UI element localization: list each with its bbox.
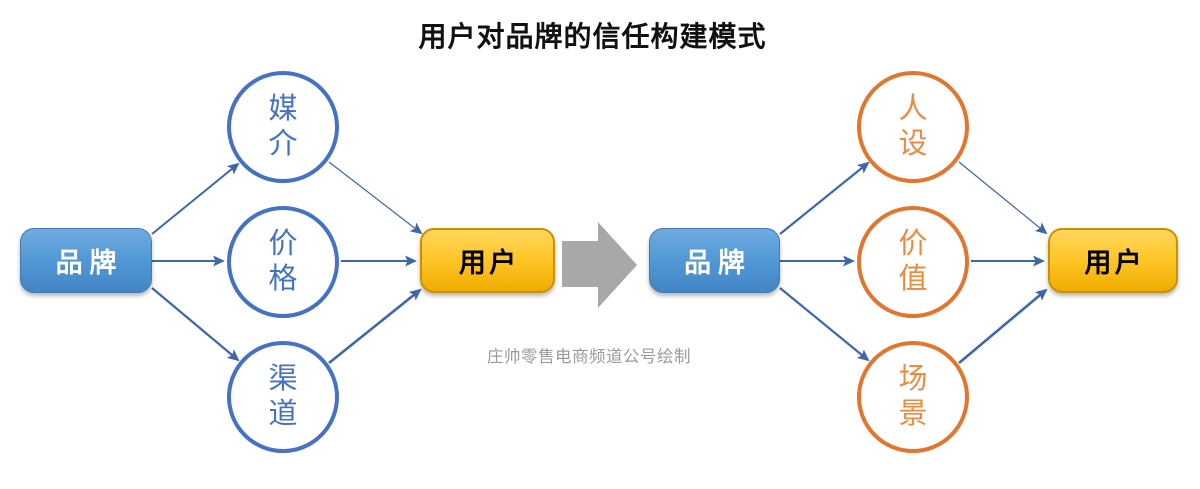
right-brand-node: 品牌 <box>649 228 780 293</box>
right-factor-value: 价值 <box>857 206 969 318</box>
right-factor-value-label: 价值 <box>898 227 928 295</box>
right-connectors <box>779 161 1048 364</box>
left-brand-label: 品牌 <box>55 248 124 278</box>
right-brand-label: 品牌 <box>684 248 752 278</box>
right-factor-persona: 人设 <box>857 71 969 183</box>
right-factor-scene-label: 场景 <box>898 362 928 430</box>
diagram-title: 用户对品牌的信任构建模式 <box>418 21 767 52</box>
watermark-text: 庄帅零售电商频道公号绘制 <box>487 348 691 366</box>
left-connectors <box>151 161 423 365</box>
left-user-label: 用户 <box>458 248 520 278</box>
right-user-label: 用户 <box>1084 248 1145 278</box>
left-brand-node: 品牌 <box>20 228 152 293</box>
right-user-node: 用户 <box>1048 228 1178 293</box>
left-factor-price-label: 价格 <box>268 227 298 295</box>
transform-arrow-icon <box>562 222 637 308</box>
left-factor-channel-label: 渠道 <box>268 362 298 430</box>
left-factor-price: 价格 <box>227 206 339 318</box>
left-factor-media: 媒介 <box>227 71 339 183</box>
right-factor-scene: 场景 <box>857 341 969 453</box>
right-factor-persona-label: 人设 <box>898 92 928 160</box>
left-factor-channel: 渠道 <box>227 341 339 453</box>
left-user-node: 用户 <box>420 228 555 293</box>
left-factor-media-label: 媒介 <box>268 92 298 160</box>
